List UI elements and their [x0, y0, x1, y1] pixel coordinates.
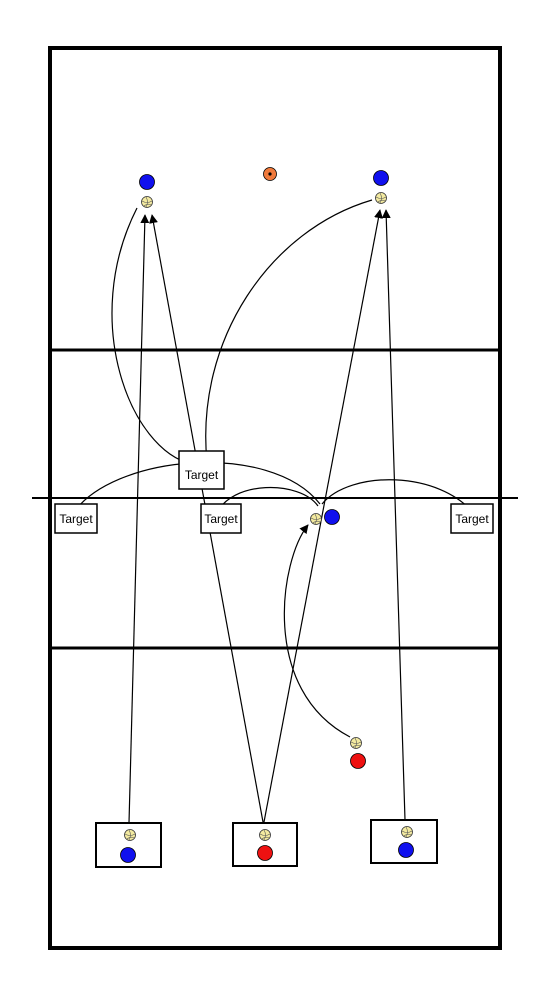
player-blue-bottom-left: [120, 829, 136, 863]
target-center: Target: [200, 503, 242, 534]
target-center-top: Target: [178, 450, 225, 490]
arrow-icon: [201, 199, 373, 463]
player-marker: [350, 753, 366, 769]
players: [120, 167, 414, 863]
player-blue-top-right: [373, 170, 389, 204]
target-label: Target: [455, 512, 489, 526]
trajectories: [71, 199, 476, 824]
volleyball-icon: [310, 513, 322, 525]
player-marker: [257, 845, 273, 861]
volleyball-icon: [375, 192, 387, 204]
volleyball-icon: [401, 826, 413, 838]
player-blue-net: [310, 509, 340, 525]
target-right: Target: [450, 503, 494, 534]
player-marker: [373, 170, 389, 186]
target-left: Target: [54, 503, 98, 534]
arrow-icon: [263, 209, 383, 823]
arrow-icon: [321, 479, 476, 516]
volleyball-icon: [350, 737, 362, 749]
target-label: Target: [204, 512, 238, 526]
volleyball-icon: [259, 829, 271, 841]
player-blue-bottom-right: [398, 826, 414, 858]
volleyball-icon: [124, 829, 136, 841]
player-red-mid: [350, 737, 366, 769]
volleyball-icon: [141, 196, 153, 208]
player-marker: [324, 509, 340, 525]
arrow-icon: [128, 214, 150, 824]
player-marker: [120, 847, 136, 863]
arrow-icon: [381, 209, 406, 821]
target-label: Target: [185, 468, 219, 482]
player-marker: [139, 174, 155, 190]
player-coach-top: [263, 167, 277, 181]
arrow-icon: [111, 207, 193, 467]
player-marker: [398, 842, 414, 858]
player-red-bottom-center: [257, 829, 273, 861]
target-label: Target: [59, 512, 93, 526]
arrow-icon: [283, 524, 351, 738]
player-blue-top-left: [139, 174, 155, 208]
